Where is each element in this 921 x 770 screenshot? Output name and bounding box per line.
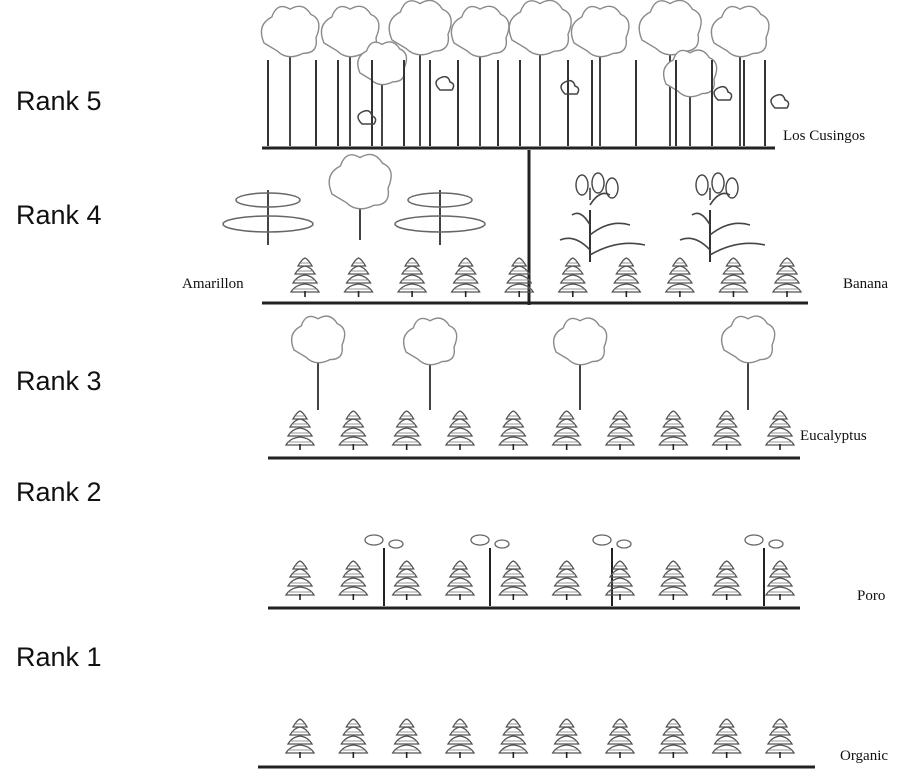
coffee-shrub-icon <box>498 410 529 450</box>
amarillon-canopy-tree-icon <box>328 153 392 240</box>
rank-3-label: Rank 3 <box>16 366 102 396</box>
forest-tree-icon <box>710 5 770 146</box>
eucalyptus-tree-icon <box>552 317 608 410</box>
coffee-shrub-icon <box>658 718 689 758</box>
coffee-shrub-icon <box>289 257 321 297</box>
coffee-shrub-icon <box>658 560 689 600</box>
coffee-shrub-icon <box>551 410 582 450</box>
coffee-shrub-icon <box>711 560 742 600</box>
amarillon-tree-icon <box>394 190 486 245</box>
rank-2-label: Rank 2 <box>16 477 102 507</box>
poro-tree-icon <box>364 534 404 606</box>
coffee-shrub-icon <box>338 718 369 758</box>
coffee-shrub-icon <box>604 560 636 600</box>
coffee-shrub-icon <box>284 410 316 450</box>
coffee-shrub-icon <box>444 560 476 600</box>
coffee-shrub-icon <box>604 718 636 758</box>
coffee-shrub-icon <box>711 718 742 758</box>
coffee-shrub-icon <box>391 560 422 600</box>
coffee-shrub-icon <box>764 560 796 600</box>
coffee-shrub-icon <box>444 410 476 450</box>
forest-tree-icon <box>388 0 452 146</box>
eucalyptus-tree-icon <box>402 317 458 410</box>
coffee-shrub-icon <box>338 560 369 600</box>
coffee-row-rank2 <box>284 560 796 600</box>
eucalyptus-trees <box>290 315 776 410</box>
forest-tree-icon <box>570 5 630 146</box>
coffee-shrub-icon <box>711 410 742 450</box>
coffee-shrub-icon <box>764 718 796 758</box>
coffee-shrub-icon <box>664 257 696 297</box>
coffee-row-rank4 <box>289 257 803 297</box>
coffee-shrub-icon <box>284 718 316 758</box>
epiphyte-icon <box>435 75 455 91</box>
coffee-shrub-icon <box>498 560 529 600</box>
forest-canopy <box>260 0 790 146</box>
epiphyte-icon <box>770 93 790 109</box>
poro-tree-icon <box>744 534 784 606</box>
epiphyte-icon <box>713 85 733 101</box>
system-label-los-cusingos: Los Cusingos <box>783 128 866 144</box>
coffee-shrub-icon <box>658 410 689 450</box>
coffee-shrub-icon <box>771 257 803 297</box>
coffee-shrub-icon <box>551 560 582 600</box>
coffee-shrub-icon <box>444 718 476 758</box>
coffee-shrub-icon <box>551 718 582 758</box>
forest-tree-icon <box>357 41 408 146</box>
eucalyptus-tree-icon <box>720 315 776 410</box>
coffee-shrub-icon <box>396 257 428 297</box>
epiphyte-icon <box>560 79 580 95</box>
coffee-shrub-icon <box>391 410 422 450</box>
system-label-eucalyptus: Eucalyptus <box>800 428 867 444</box>
banana-plant-icon <box>679 172 766 262</box>
coffee-row-rank1 <box>284 718 796 758</box>
coffee-shrub-icon <box>338 410 369 450</box>
poro-tree-icon <box>470 534 510 606</box>
coffee-shrub-icon <box>611 257 642 297</box>
system-label-poro: Poro <box>857 588 886 604</box>
amarillon-tree-icon <box>222 190 314 245</box>
coffee-shrub-icon <box>604 410 636 450</box>
epiphyte-icon <box>357 109 377 125</box>
forest-tree-icon <box>450 5 510 146</box>
forest-tree-icon <box>260 5 320 146</box>
coffee-shrub-icon <box>284 560 316 600</box>
banana-plants <box>559 172 766 262</box>
rank-1-label: Rank 1 <box>16 642 102 672</box>
coffee-shrub-icon <box>504 257 535 297</box>
coffee-shrub-icon <box>498 718 529 758</box>
coffee-shrub-icon <box>391 718 422 758</box>
forest-tree-icon <box>662 49 718 146</box>
coffee-row-rank3 <box>284 410 796 450</box>
coffee-shrub-icon <box>557 257 588 297</box>
banana-plant-icon <box>559 172 646 262</box>
eucalyptus-tree-icon <box>290 315 346 410</box>
system-label-organic: Organic <box>840 748 889 764</box>
rank-4-label: Rank 4 <box>16 200 102 230</box>
coffee-shrub-icon <box>343 257 374 297</box>
coffee-shrub-icon <box>718 257 749 297</box>
coffee-shrub-icon <box>450 257 481 297</box>
coffee-shrub-icon <box>764 410 796 450</box>
amarillon-trees <box>222 153 486 245</box>
forest-tree-icon <box>508 0 572 146</box>
system-label-banana: Banana <box>843 276 888 292</box>
rank-5-label: Rank 5 <box>16 86 102 116</box>
system-label-amarillon: Amarillon <box>182 276 244 292</box>
